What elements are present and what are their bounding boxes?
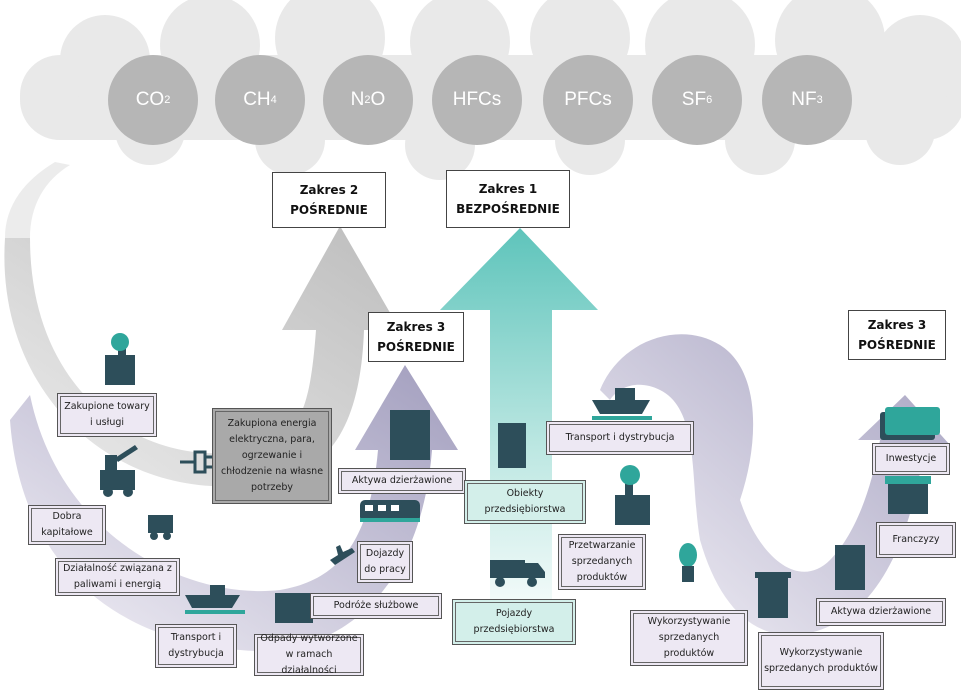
storefront-icon: [885, 476, 931, 514]
gas-sf6-sub: 6: [706, 94, 713, 106]
label-transport-upstream-text: Transport i dystrybucja: [158, 627, 234, 665]
label-franchises: Franczyzy: [876, 522, 956, 558]
label-business-travel-text: Podróże służbowe: [313, 596, 439, 616]
gas-n2o-tail: O: [370, 89, 386, 110]
label-business-travel: Podróże służbowe: [310, 593, 442, 619]
label-use-sold-products-text: Wykorzystywanie sprzedanych produktów: [633, 613, 745, 663]
scope2-box: Zakres 2 POŚREDNIE: [272, 172, 386, 228]
label-processing-sold-products-text: Przetwarzanie sprzedanych produktów: [561, 537, 643, 587]
label-end-of-life-sold-products-text: Wykorzystywanie sprzedanych produktów: [761, 635, 881, 687]
office-building-icon-upstream: [390, 410, 430, 460]
gas-pfcs-main: PFCs: [564, 89, 612, 110]
gas-n2o-main: N: [350, 89, 365, 110]
label-purchased-goods: Zakupione towary i usługi: [57, 393, 157, 437]
label-company-vehicles-text: Pojazdy przedsiębiorstwa: [455, 602, 573, 642]
recycle-bin-icon: [755, 572, 791, 618]
scope2-title: Zakres 2: [299, 183, 359, 197]
scope1-title: Zakres 1: [478, 182, 538, 196]
scope1-box: Zakres 1 BEZPOŚREDNIE: [446, 170, 570, 228]
label-company-facilities: Obiekty przedsiębiorstwa: [464, 480, 586, 524]
crane-truck-icon: [100, 445, 138, 497]
ship-icon-downstream: [592, 388, 652, 420]
label-processing-sold-products: Przetwarzanie sprzedanych produktów: [558, 534, 646, 590]
label-transport-upstream: Transport i dystrybucja: [155, 624, 237, 668]
gas-ch4-main: CH: [243, 89, 271, 110]
label-fuel-energy: Działalność związana z paliwami i energi…: [55, 558, 180, 596]
label-fuel-energy-text: Działalność związana z paliwami i energi…: [58, 561, 177, 593]
gas-nf3-sub: 3: [816, 94, 823, 106]
gas-n2o-sub: 2: [364, 94, 371, 106]
mining-cart-icon: [148, 515, 173, 540]
label-leased-assets-downstream-text: Aktywa dzierżawione: [819, 601, 943, 623]
scope1-type: BEZPOŚREDNIE: [456, 202, 560, 216]
gas-hfcs: HFCs: [432, 55, 522, 145]
label-capital-goods: Dobra kapitałowe: [28, 505, 106, 545]
scope3-downstream-type: POŚREDNIE: [858, 338, 936, 352]
gas-sf6-main: SF: [681, 89, 707, 110]
gas-co2-sub: 2: [164, 94, 171, 106]
label-use-sold-products: Wykorzystywanie sprzedanych produktów: [630, 610, 748, 666]
scope3-upstream-title: Zakres 3: [386, 320, 446, 334]
smoke-icon-downstream: [620, 465, 640, 485]
label-investments-text: Inwestycje: [875, 446, 947, 472]
plug-icon: [180, 450, 212, 474]
label-company-facilities-text: Obiekty przedsiębiorstwa: [467, 483, 583, 521]
money-stack-icon: [880, 407, 940, 440]
label-leased-assets-downstream: Aktywa dzierżawione: [816, 598, 946, 626]
label-waste-text: Odpady wytworzone w ramach działalności: [257, 633, 361, 676]
lightbulb-icon: [679, 543, 697, 582]
gas-nf3-main: NF: [791, 89, 817, 110]
gas-pfcs: PFCs: [543, 55, 633, 145]
label-leased-assets-upstream: Aktywa dzierżawione: [338, 468, 466, 494]
label-commuting: Dojazdy do pracy: [357, 541, 413, 583]
gas-co2-main: CO: [135, 89, 165, 110]
airplane-icon: [330, 545, 355, 565]
scope3-upstream-box: Zakres 3 POŚREDNIE: [368, 312, 464, 362]
ship-icon-upstream: [185, 585, 245, 614]
scope3-upstream-type: POŚREDNIE: [377, 340, 455, 354]
label-franchises-text: Franczyzy: [879, 525, 953, 555]
scope3-downstream-box: Zakres 3 POŚREDNIE: [848, 310, 946, 360]
gas-ch4-sub: 4: [270, 94, 277, 106]
label-investments: Inwestycje: [872, 443, 950, 475]
label-transport-downstream: Transport i dystrybucja: [546, 421, 694, 455]
label-end-of-life-sold-products: Wykorzystywanie sprzedanych produktów: [758, 632, 884, 690]
train-icon: [360, 500, 420, 522]
dumpster-icon: [275, 593, 313, 623]
smoke-icon: [111, 333, 129, 351]
label-waste: Odpady wytworzone w ramach działalności: [254, 633, 364, 676]
scope3-downstream-title: Zakres 3: [867, 318, 927, 332]
factory-icon-downstream: [615, 480, 650, 525]
office-building-icon-scope1: [498, 423, 526, 468]
label-purchased-energy-text: Zakupiona energia elektryczna, para, ogr…: [215, 411, 329, 501]
label-commuting-text: Dojazdy do pracy: [360, 544, 410, 580]
scope2-type: POŚREDNIE: [290, 203, 368, 217]
office-building-icon-downstream: [835, 545, 865, 590]
label-purchased-goods-text: Zakupione towary i usługi: [60, 396, 154, 434]
truck-icon: [490, 560, 545, 587]
label-leased-assets-upstream-text: Aktywa dzierżawione: [341, 471, 463, 491]
label-transport-downstream-text: Transport i dystrybucja: [549, 424, 691, 452]
label-company-vehicles: Pojazdy przedsiębiorstwa: [452, 599, 576, 645]
label-capital-goods-text: Dobra kapitałowe: [31, 508, 103, 542]
gas-hfcs-main: HFCs: [452, 89, 502, 110]
label-purchased-energy: Zakupiona energia elektryczna, para, ogr…: [212, 408, 332, 504]
